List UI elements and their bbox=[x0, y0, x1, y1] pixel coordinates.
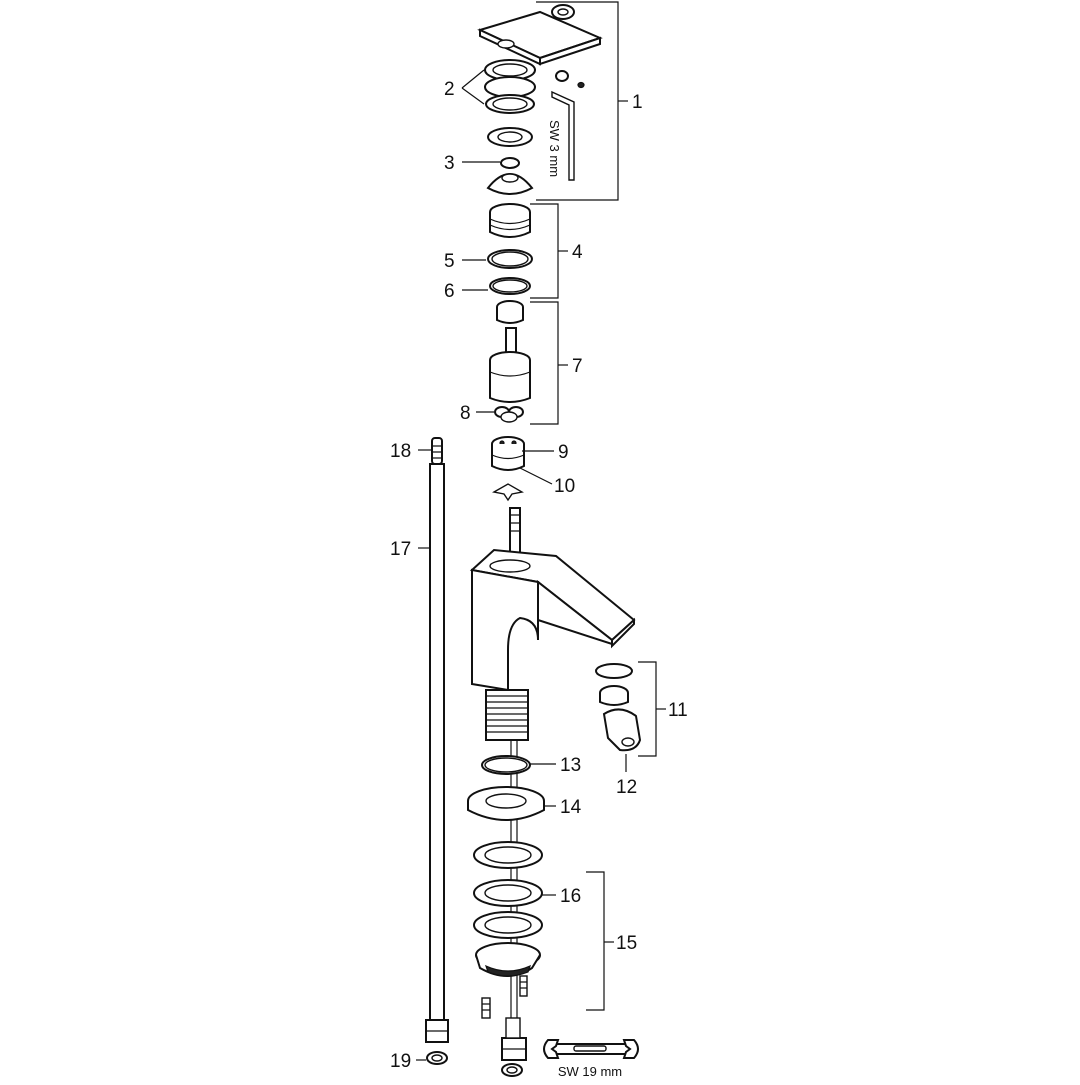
washer-disc bbox=[487, 127, 533, 147]
grub-screw bbox=[555, 70, 585, 89]
callout-12: 12 bbox=[616, 777, 637, 798]
part-8-seals bbox=[494, 406, 524, 423]
part-4-nut bbox=[489, 203, 531, 238]
leader-lines bbox=[416, 1, 666, 1061]
callout-9: 9 bbox=[558, 442, 569, 463]
callout-13: 13 bbox=[560, 755, 581, 776]
callout-16: 16 bbox=[560, 886, 581, 907]
hose-nut-left bbox=[425, 1019, 449, 1043]
faucet-body bbox=[469, 548, 636, 692]
callout-8: 8 bbox=[460, 403, 471, 424]
cap-top bbox=[551, 4, 575, 20]
part-2-rings bbox=[484, 59, 536, 114]
callout-19: 19 bbox=[390, 1051, 411, 1072]
part-17-hose bbox=[429, 463, 445, 1021]
callout-17: 17 bbox=[390, 539, 411, 560]
callout-6: 6 bbox=[444, 281, 455, 302]
cold-inlet-spindle bbox=[509, 507, 521, 559]
part-6-oring bbox=[489, 277, 531, 295]
cartridge-cap bbox=[496, 300, 524, 324]
callout-labels: 1 2 3 4 5 6 7 8 9 10 11 12 13 14 15 16 1… bbox=[390, 79, 688, 1072]
part-16-washers bbox=[473, 841, 543, 939]
callout-11: 11 bbox=[668, 700, 688, 721]
hex-key-label: SW 3 mm bbox=[547, 120, 562, 177]
part-14-flange bbox=[467, 786, 545, 821]
part-3-cone bbox=[486, 157, 534, 195]
hex-key bbox=[551, 90, 575, 181]
callout-7: 7 bbox=[572, 356, 583, 377]
mounting-bolts bbox=[481, 975, 528, 1019]
hose-nut-center bbox=[501, 1017, 527, 1061]
part-12-spout-insert bbox=[602, 708, 642, 752]
wrench-tool bbox=[543, 1039, 639, 1059]
part-9-diverter bbox=[491, 436, 525, 471]
part-11-aerator bbox=[595, 663, 633, 706]
callout-3: 3 bbox=[444, 153, 455, 174]
part-5-oring bbox=[487, 249, 533, 269]
part-19-seal bbox=[426, 1051, 448, 1065]
callout-1: 1 bbox=[632, 92, 643, 113]
callout-5: 5 bbox=[444, 251, 455, 272]
callout-14: 14 bbox=[560, 797, 582, 818]
handle-lever bbox=[477, 10, 603, 66]
cartridge-body bbox=[489, 327, 531, 403]
threaded-shank bbox=[485, 689, 529, 741]
callout-18: 18 bbox=[390, 441, 411, 462]
callout-2: 2 bbox=[444, 79, 455, 100]
callout-15: 15 bbox=[616, 933, 637, 954]
part-13-oring bbox=[481, 755, 531, 775]
seal-bottom-center bbox=[501, 1063, 523, 1077]
part-18-hose-tip bbox=[431, 437, 443, 465]
part-10-clip bbox=[492, 483, 524, 502]
callout-10: 10 bbox=[554, 476, 575, 497]
callout-4: 4 bbox=[572, 242, 583, 263]
part-15-mounting-plate bbox=[475, 942, 541, 977]
wrench-label: SW 19 mm bbox=[558, 1064, 622, 1079]
